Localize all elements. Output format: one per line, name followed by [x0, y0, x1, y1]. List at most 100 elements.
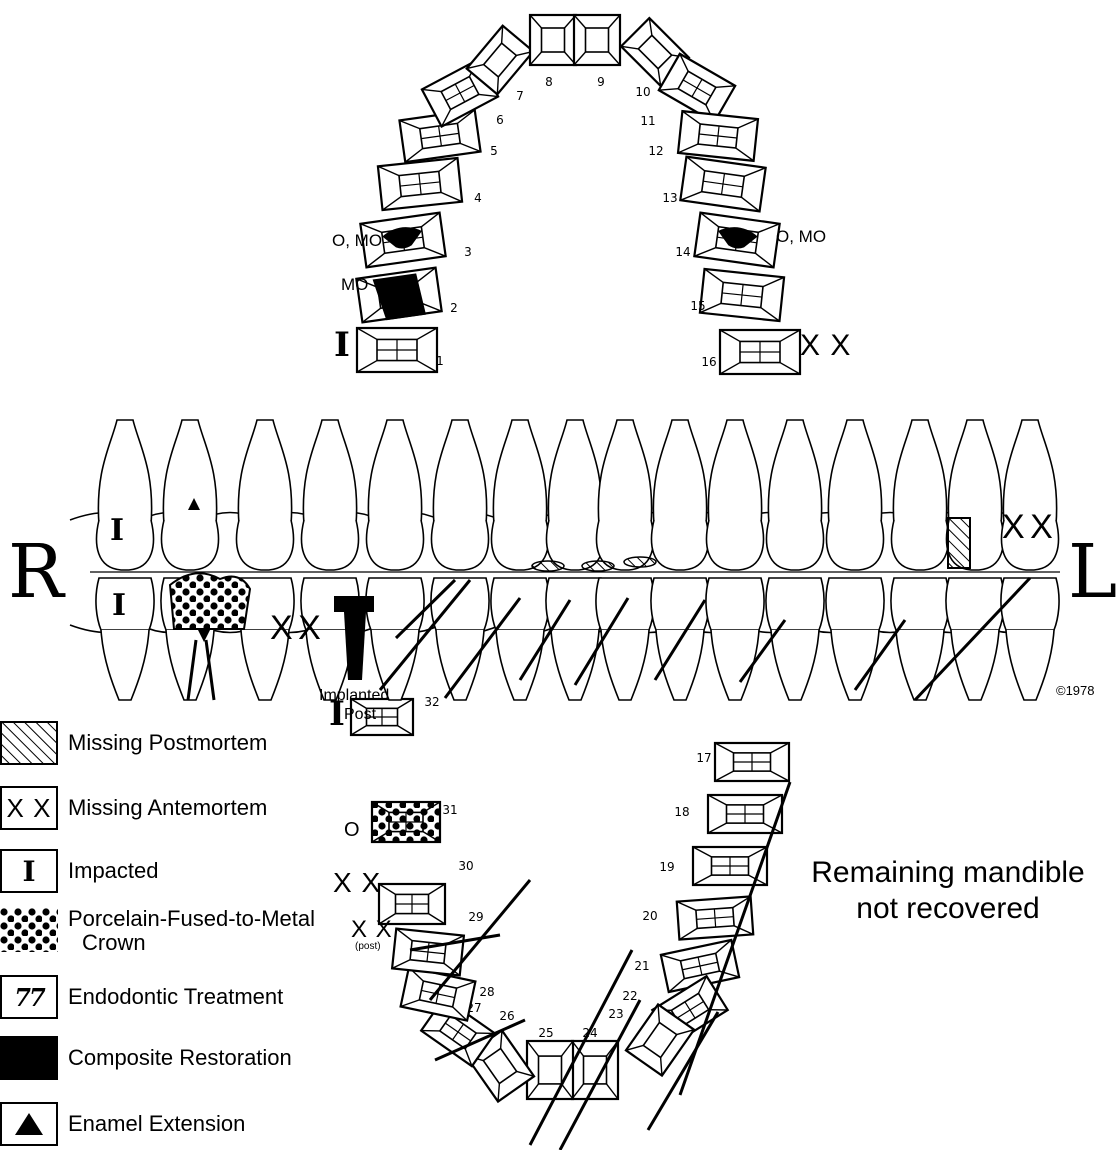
tooth-number: 11	[640, 114, 655, 128]
legend-label-line2: Crown	[68, 931, 315, 955]
right-side-letter: R	[8, 535, 64, 609]
tooth-number: 25	[538, 1026, 553, 1040]
left-side-letter: L	[1068, 535, 1117, 609]
upper-tooth-root	[98, 420, 151, 525]
tooth-1	[357, 328, 437, 372]
upper-tooth-root	[303, 420, 356, 525]
upper-tooth-crown	[767, 520, 824, 570]
lower-tooth-root	[951, 630, 999, 700]
lower-tooth-crown	[826, 578, 884, 630]
tooth-number: 32	[424, 695, 439, 709]
endodontic-swatch: 77	[0, 975, 58, 1019]
tooth-17	[715, 743, 789, 781]
lower-tooth-root	[601, 630, 649, 700]
tooth-2	[356, 268, 442, 324]
dots-swatch	[0, 908, 58, 952]
tooth-4	[378, 158, 462, 210]
tooth-1-impacted-marker: I	[334, 328, 350, 362]
tooth-13	[680, 157, 765, 212]
upper-tooth-root	[433, 420, 486, 525]
lower-tooth-crown	[651, 578, 709, 630]
tooth-number: 7	[516, 89, 524, 103]
upper-tooth-root	[368, 420, 421, 525]
upper-tooth-crown	[827, 520, 884, 570]
legend-label: Missing Antemortem	[68, 795, 267, 821]
upper-tooth-root	[768, 420, 821, 525]
lower-tooth-root	[896, 630, 944, 700]
upper-tooth-root	[893, 420, 946, 525]
upper-tooth-root	[948, 420, 1001, 525]
upper-tooth-root	[493, 420, 546, 525]
band-lower-missing-marker: X X	[270, 611, 319, 645]
upper-tooth-root	[548, 420, 601, 525]
upper-tooth-crown	[707, 520, 764, 570]
triangle-icon	[14, 1112, 44, 1136]
tooth-number: 17	[696, 751, 711, 765]
remaining-note-line1: Remaining mandible	[770, 855, 1117, 891]
tooth-14	[694, 213, 779, 268]
tooth-25	[527, 1041, 573, 1099]
upper-tooth-root	[828, 420, 881, 525]
tooth-number: 3	[464, 245, 472, 259]
implant-head	[334, 596, 374, 612]
tooth-31	[372, 802, 440, 842]
impacted-swatch: I	[0, 849, 58, 893]
tooth-number: 5	[490, 144, 498, 158]
upper-tooth-root	[238, 420, 291, 525]
tooth-number: 14	[675, 245, 690, 259]
tooth-15	[700, 269, 784, 321]
tooth-number: 21	[634, 959, 649, 973]
tooth-number: 19	[659, 860, 674, 874]
band-upper-impacted-marker: I	[110, 516, 124, 546]
lower-tooth-crown	[891, 578, 949, 630]
tooth-16	[720, 330, 800, 374]
legend-label: Impacted	[68, 858, 159, 884]
upper-tooth-crown	[97, 520, 154, 570]
lower-tooth-root	[551, 630, 599, 700]
lower-arch: 17181920212223242526272829303132	[351, 695, 789, 1102]
tooth-number: 1	[436, 354, 444, 368]
tooth-2-code: MO	[341, 276, 368, 293]
lower-tooth-root	[496, 630, 544, 700]
tooth-12	[678, 111, 758, 161]
lower-tooth-crown	[431, 578, 489, 630]
lower-tooth-crown	[491, 578, 549, 630]
tooth-number: 18	[674, 805, 689, 819]
tooth-number: 30	[458, 859, 473, 873]
tooth-number: 13	[662, 191, 677, 205]
lower-tooth-crown	[766, 578, 824, 630]
xx-swatch: X X	[0, 786, 58, 830]
band-incisal-hatch	[582, 561, 614, 571]
tooth-29-post-note: (post)	[355, 942, 381, 952]
tooth-number: 2	[450, 301, 458, 315]
tooth-number: 15	[690, 299, 705, 313]
upper-tooth-crown	[892, 520, 949, 570]
upper-tooth-crown	[652, 520, 709, 570]
tooth-31-code: O	[344, 820, 360, 840]
tooth-9	[574, 15, 620, 65]
tooth-18	[708, 795, 782, 833]
lower-tooth-crown	[706, 578, 764, 630]
lower-tooth-root	[771, 630, 819, 700]
copyright-text: ©1978	[1056, 684, 1095, 697]
dots-swatch-graphic	[0, 908, 58, 952]
lower-tooth-root	[101, 630, 149, 700]
remaining-mandible-note: Remaining mandible not recovered	[770, 855, 1117, 927]
tooth-3-code: O, MO	[332, 232, 382, 249]
band-pfm-crown	[170, 573, 250, 629]
band-lower-impacted-marker: I	[112, 591, 126, 621]
legend-label-line1: Porcelain-Fused-to-Metal	[68, 907, 315, 931]
band-incisal-hatch	[532, 561, 564, 571]
tooth-number: 28	[479, 985, 494, 999]
tooth-number: 22	[622, 989, 637, 1003]
tooth-30-missing-marker: X X	[333, 869, 381, 897]
tooth-14-code: O, MO	[776, 228, 826, 245]
upper-tooth-crown	[367, 520, 424, 570]
tooth-number: 12	[648, 144, 663, 158]
lower-tooth-root	[436, 630, 484, 700]
upper-tooth-crown	[237, 520, 294, 570]
band-upper-missing-marker: X X	[1002, 510, 1051, 544]
upper-tooth-crown	[432, 520, 489, 570]
